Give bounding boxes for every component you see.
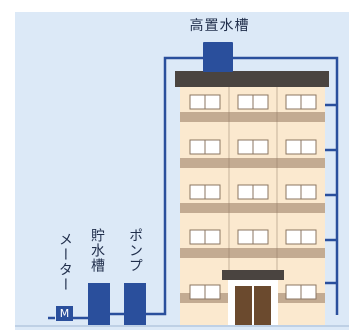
reservoir-label: 貯水槽 (89, 228, 105, 273)
pump-label: ポンプ (127, 228, 143, 273)
floor-band (180, 112, 325, 122)
entrance-canopy (222, 270, 284, 280)
pipe-pump-to-elevated-tank (146, 56, 205, 316)
floor-band (180, 248, 325, 258)
elevated-tank-label: 高置水槽 (189, 18, 250, 34)
floor-band (180, 203, 325, 213)
water-reservoir-tank (88, 283, 110, 325)
water-pipes (48, 56, 339, 320)
meter-letter: M (59, 307, 70, 320)
entrance-door-left (235, 286, 252, 325)
apartment-building (175, 71, 329, 325)
elevated-water-tank (203, 42, 233, 72)
entrance-door-right (254, 286, 271, 325)
building-roof (175, 71, 329, 87)
meter-label: メーター (57, 232, 73, 292)
pipe-elevated-tank-downfeed (231, 56, 339, 315)
floor-branch-pipes (325, 103, 337, 285)
floor-band (180, 158, 325, 168)
water-meter (56, 306, 73, 321)
water-pump (124, 283, 146, 325)
